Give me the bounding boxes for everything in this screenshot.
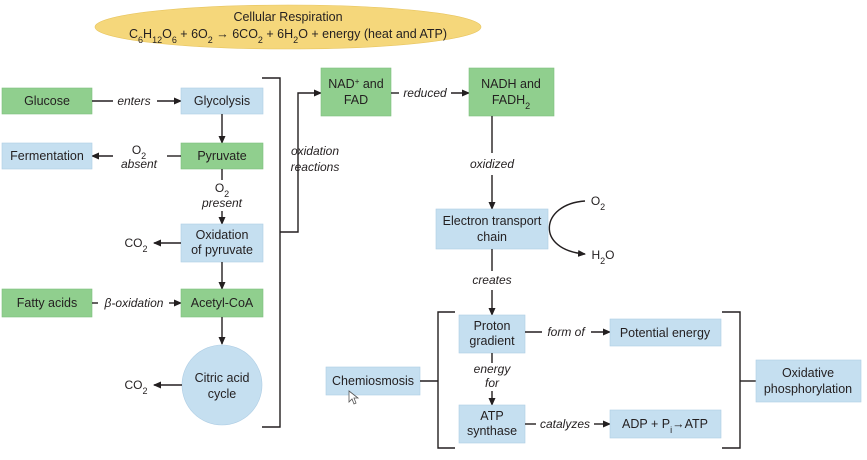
nad-fad-node: NAD+ and FAD: [320, 67, 392, 117]
o2-to-h2o-arrow: [548, 200, 586, 257]
svg-text:Oxidative: Oxidative: [782, 366, 834, 380]
atp-synthase-node: ATP synthase: [458, 404, 526, 444]
glucose-node: Glucose: [1, 87, 93, 115]
chemiosmosis-node: Chemiosmosis: [325, 366, 421, 396]
adp-atp-node: ADP + Pi→ATP: [609, 409, 722, 439]
fermentation-node: Fermentation: [1, 142, 93, 170]
svg-text:FADH2: FADH2: [492, 93, 530, 111]
svg-text:Potential energy: Potential energy: [620, 326, 711, 340]
svg-text:Acetyl-CoA: Acetyl-CoA: [191, 296, 254, 310]
svg-text:energy: energy: [474, 362, 512, 376]
cellular-respiration-banner: Cellular Respiration C6H12O6 + 6O2 → 6CO…: [94, 4, 482, 50]
svg-text:Glucose: Glucose: [24, 94, 70, 108]
electron-transport-chain-node: Electron transport chain: [435, 208, 549, 250]
svg-text:of pyruvate: of pyruvate: [191, 243, 253, 257]
o2-etc-label: O2: [591, 194, 605, 212]
oxidized-label: oxidized: [470, 157, 514, 171]
svg-text:NAD+ and: NAD+ and: [328, 77, 383, 92]
oxidation-reactions-bracket: [262, 77, 281, 428]
co2-bottom-label: CO2: [124, 378, 147, 396]
svg-text:Glycolysis: Glycolysis: [194, 94, 250, 108]
oxidative-phosphorylation-node: Oxidative phosphorylation: [755, 359, 862, 403]
svg-text:for: for: [485, 376, 500, 390]
svg-text:Proton: Proton: [474, 319, 511, 333]
bracket-to-nad-arrow: [280, 89, 322, 233]
acetyl-coa-node: Acetyl-CoA: [180, 288, 264, 318]
svg-text:FAD: FAD: [344, 93, 368, 107]
oxidation-reactions-label: oxidation reactions: [291, 144, 340, 174]
citric-acid-cycle-node: Citric acid cycle: [181, 344, 263, 426]
svg-text:present: present: [201, 196, 243, 210]
svg-text:reactions: reactions: [291, 160, 340, 174]
enters-label: enters: [117, 94, 150, 108]
o2-absent-label: O2 absent: [121, 143, 158, 171]
svg-text:synthase: synthase: [467, 424, 517, 438]
svg-text:Pyruvate: Pyruvate: [197, 149, 246, 163]
svg-text:Oxidation: Oxidation: [196, 228, 249, 242]
co2-top-label: CO2: [124, 236, 147, 254]
catalyzes-label: catalyzes: [540, 417, 590, 431]
potential-energy-node: Potential energy: [609, 318, 722, 347]
svg-text:absent: absent: [121, 157, 158, 171]
svg-text:ATP: ATP: [480, 409, 503, 423]
banner-title: Cellular Respiration: [233, 10, 342, 24]
beta-oxidation-label: β-oxidation: [104, 296, 164, 310]
svg-text:gradient: gradient: [469, 334, 515, 348]
energy-for-label: energy for: [474, 362, 512, 390]
chemiosmosis-bracket: [437, 311, 455, 449]
oxidation-of-pyruvate-node: Oxidation of pyruvate: [180, 223, 264, 263]
svg-text:oxidation: oxidation: [291, 144, 339, 158]
svg-text:phosphorylation: phosphorylation: [764, 382, 852, 396]
o2-present-label: O2 present: [201, 181, 243, 210]
svg-text:NADH and: NADH and: [481, 77, 541, 91]
reduced-label: reduced: [403, 86, 447, 100]
mouse-cursor-icon: [348, 390, 360, 405]
h2o-etc-label: H2O: [591, 248, 614, 266]
pyruvate-node: Pyruvate: [180, 142, 264, 170]
proton-gradient-node: Proton gradient: [458, 314, 526, 354]
svg-text:chain: chain: [477, 230, 507, 244]
glycolysis-node: Glycolysis: [180, 87, 264, 115]
fatty-acids-node: Fatty acids: [1, 288, 93, 318]
nadh-fadh2-node: NADH and FADH2: [468, 67, 555, 117]
oxidative-phosphorylation-bracket: [722, 311, 741, 449]
svg-text:Fatty acids: Fatty acids: [17, 296, 77, 310]
svg-text:cycle: cycle: [208, 387, 237, 401]
svg-text:Chemiosmosis: Chemiosmosis: [332, 374, 414, 388]
svg-text:Electron transport: Electron transport: [443, 214, 542, 228]
form-of-label: form of: [547, 325, 586, 339]
svg-text:Citric acid: Citric acid: [195, 371, 250, 385]
svg-text:Fermentation: Fermentation: [10, 149, 84, 163]
creates-label: creates: [472, 273, 511, 287]
svg-text:ADP + Pi→ATP: ADP + Pi→ATP: [622, 417, 708, 435]
